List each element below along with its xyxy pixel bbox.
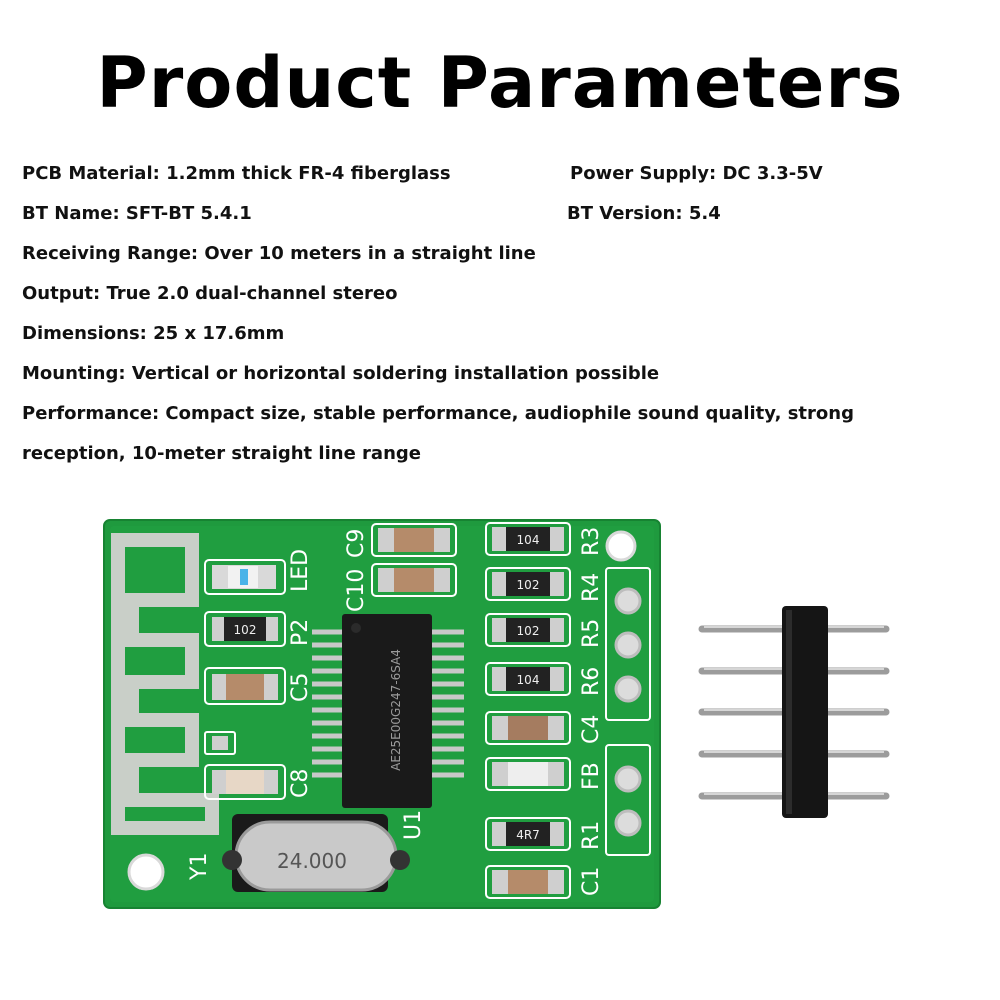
param-mounting: Mounting: Vertical or horizontal solderi…	[22, 363, 660, 384]
label-u1: U1	[401, 810, 426, 840]
param-bt-name: BT Name: SFT-BT 5.4.1	[22, 203, 252, 224]
label-c8: C8	[288, 769, 313, 798]
resistor-r1-code: 4R7	[516, 828, 540, 842]
capacitor-c1	[508, 870, 548, 894]
resistor-r4-code: 102	[517, 578, 540, 592]
label-fb: FB	[579, 762, 604, 790]
chip-u1	[342, 614, 432, 808]
resistor-r6	[506, 667, 550, 691]
resistor-r1	[506, 822, 550, 846]
label-c10: C10	[344, 569, 369, 612]
pin-header	[698, 606, 890, 818]
antenna-trace	[111, 533, 219, 835]
resistor-r5	[506, 618, 550, 642]
mounting-hole-bottom	[127, 853, 165, 891]
capacitor-c10	[394, 568, 434, 592]
label-c1: C1	[579, 867, 604, 896]
label-r4: R4	[579, 573, 604, 602]
label-r5: R5	[579, 619, 604, 648]
label-c9: C9	[344, 529, 369, 558]
param-performance-line-2: reception, 10-meter straight line range	[22, 443, 421, 464]
resistor-r4	[506, 572, 550, 596]
chip-marking: AE25E00G247-6SA4	[389, 649, 403, 771]
ferrite-bead-fb	[508, 762, 548, 786]
param-dimensions: Dimensions: 25 x 17.6mm	[22, 323, 285, 344]
label-r3: R3	[579, 527, 604, 556]
pin-header-body	[782, 606, 828, 818]
param-receiving-range: Receiving Range: Over 10 meters in a str…	[22, 243, 536, 264]
param-output: Output: True 2.0 dual-channel stereo	[22, 283, 398, 304]
resistor-r3-code: 104	[517, 533, 540, 547]
resistor-r6-code: 104	[517, 673, 540, 687]
solder-pad	[614, 631, 642, 659]
label-c5: C5	[288, 673, 313, 702]
label-y1: Y1	[187, 853, 212, 881]
page-title: Product Parameters	[96, 42, 904, 124]
capacitor-c8	[226, 770, 264, 794]
param-performance-line-1: Performance: Compact size, stable perfor…	[22, 403, 854, 424]
crystal-marking: 24.000	[277, 849, 347, 873]
resistor-r5-code: 102	[517, 624, 540, 638]
solder-pad	[614, 587, 642, 615]
label-led: LED	[288, 549, 313, 592]
param-power-supply: Power Supply: DC 3.3-5V	[570, 163, 823, 184]
capacitor-c4	[508, 716, 548, 740]
param-pcb-material: PCB Material: 1.2mm thick FR-4 fiberglas…	[22, 163, 451, 184]
mounting-hole-top	[605, 530, 637, 562]
resistor-p2-code: 102	[234, 623, 257, 637]
capacitor-c5	[226, 674, 264, 700]
solder-pad	[614, 765, 642, 793]
label-p2: P2	[288, 619, 313, 646]
label-r6: R6	[579, 667, 604, 696]
chip-u1-pins	[312, 629, 464, 778]
resistor-p2	[224, 617, 266, 641]
capacitor-c9	[394, 528, 434, 552]
label-r1: R1	[579, 821, 604, 850]
param-bt-version: BT Version: 5.4	[567, 203, 721, 224]
solder-pad	[614, 809, 642, 837]
resistor-r3	[506, 527, 550, 551]
label-c4: C4	[579, 715, 604, 744]
solder-pad	[614, 675, 642, 703]
